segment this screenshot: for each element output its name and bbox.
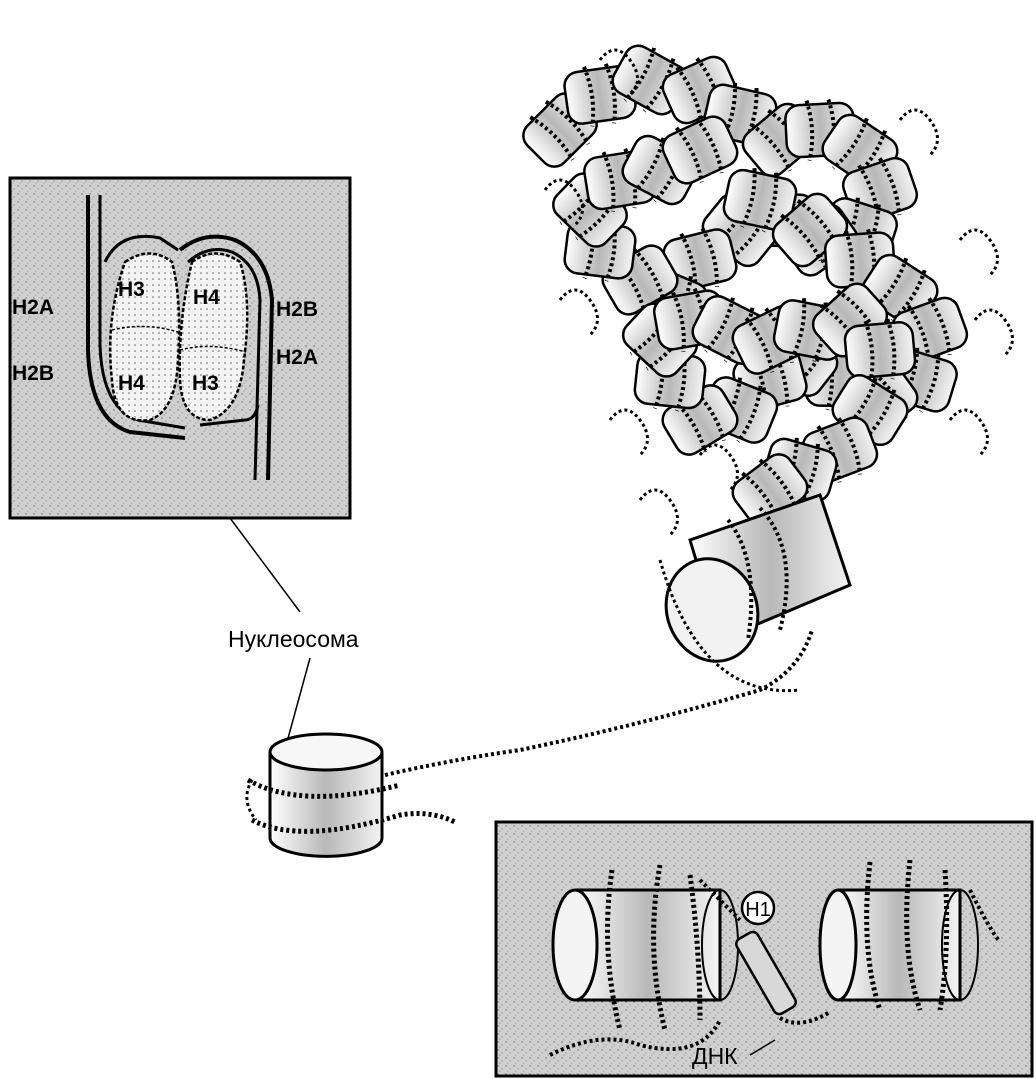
nucleosome-label: Нуклеосома bbox=[228, 626, 359, 652]
fiber-end-cylinder bbox=[652, 495, 850, 691]
linker-inset: H1 ДНК bbox=[496, 822, 1032, 1076]
label-h3-top: H3 bbox=[118, 278, 145, 301]
linker-dna-loop bbox=[975, 310, 1013, 355]
label-h4-top: H4 bbox=[193, 286, 220, 309]
label-h2b-right: H2B bbox=[276, 298, 318, 321]
histone-lobe-right bbox=[180, 254, 247, 421]
leader-line-nucleosome bbox=[287, 658, 310, 742]
linker-dna-loop bbox=[560, 290, 598, 335]
histone-inset: H2A H2B H3 H4 H4 H3 H2B H2A bbox=[10, 178, 350, 518]
label-h3-bottom: H3 bbox=[192, 372, 219, 395]
chromatin-fiber-coil bbox=[515, 37, 1013, 535]
linker-dna-loop bbox=[950, 410, 988, 455]
label-h2a-left: H2A bbox=[12, 296, 54, 319]
label-h2a-right: H2A bbox=[276, 346, 318, 369]
linker-dna-loop bbox=[900, 110, 938, 155]
label-h2b-left: H2B bbox=[12, 362, 54, 385]
leader-line-inset bbox=[230, 518, 300, 612]
linker-dna-loop bbox=[640, 490, 678, 535]
h1-label: H1 bbox=[745, 899, 771, 921]
dna-label: ДНК bbox=[692, 1043, 738, 1069]
linker-dna-loop bbox=[960, 230, 998, 275]
coil-nucleosome bbox=[844, 317, 917, 383]
label-h4-bottom: H4 bbox=[118, 372, 145, 395]
linker-dna-loop bbox=[610, 410, 648, 455]
